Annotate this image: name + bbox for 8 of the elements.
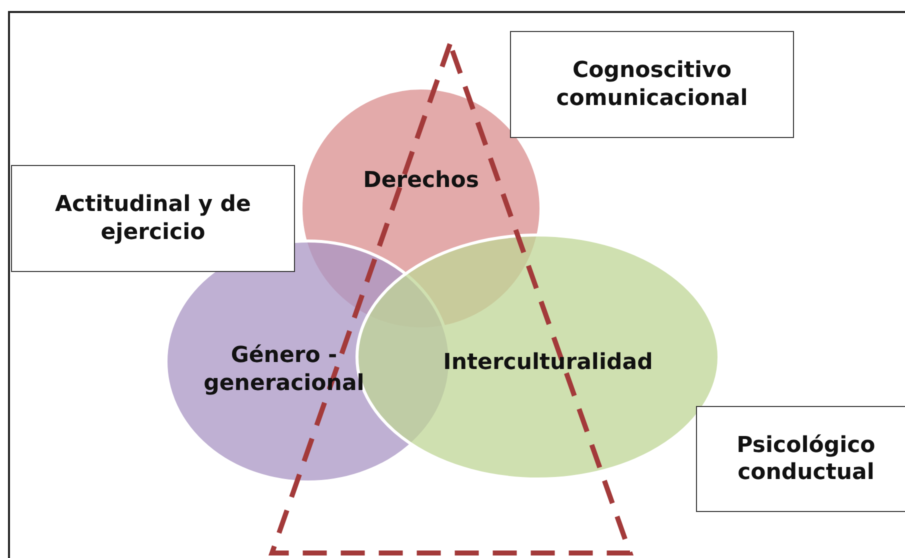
box-label: Actitudinal y de ejercicio: [54, 191, 252, 246]
box-label: Psicológico conductual: [736, 432, 876, 486]
label-box: [11, 165, 295, 272]
circle-label: Derechos: [363, 166, 479, 194]
circle-label: Interculturalidad: [443, 349, 653, 377]
label-box: [696, 406, 905, 512]
label-box: [510, 31, 794, 138]
box-label: Cognoscitivo comunicacional: [555, 57, 749, 112]
